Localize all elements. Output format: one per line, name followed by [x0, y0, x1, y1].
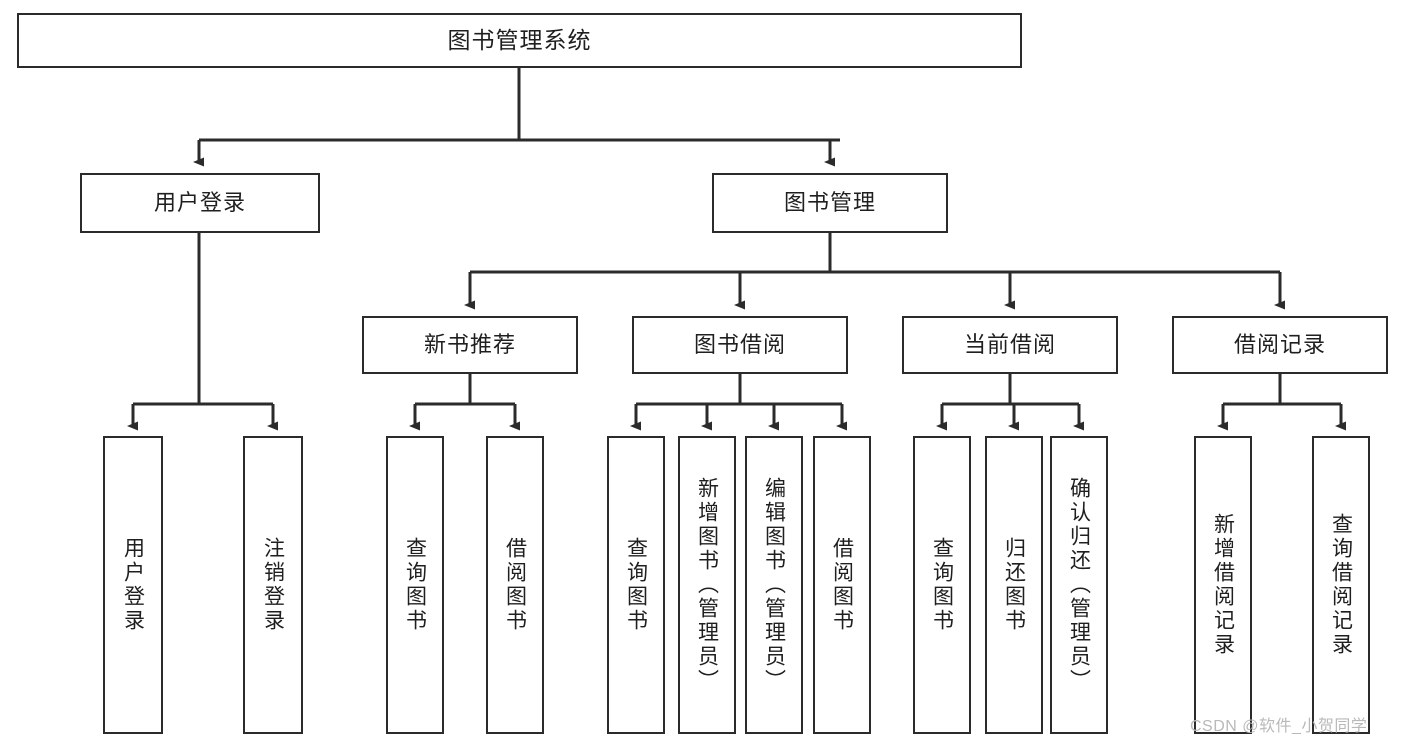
leaf-label-add-borrow-record: 新增借阅记录: [1211, 513, 1235, 657]
node-label-user-login: 用户登录: [153, 190, 246, 216]
leaf-label-borrow-book: 借阅图书: [830, 537, 854, 633]
edge-new-book-to-leaves: [409, 374, 520, 431]
leaf-query-book-current[interactable]: 查询图书: [913, 436, 971, 734]
leaf-label-edit-book-admin: 编辑图书（管理员）: [762, 477, 786, 693]
edge-borrow-to-leaves: [630, 374, 847, 431]
leaf-label-user-login: 用户登录: [121, 537, 145, 633]
edge-root-to-level1: [193, 68, 840, 167]
node-user-login[interactable]: 用户登录: [80, 173, 320, 233]
node-book-borrow[interactable]: 图书借阅: [632, 316, 848, 374]
node-borrow-records[interactable]: 借阅记录: [1172, 316, 1388, 374]
leaf-borrow-book-recommend[interactable]: 借阅图书: [486, 436, 544, 734]
node-label-book-borrow: 图书借阅: [693, 332, 786, 358]
leaf-label-return-book: 归还图书: [1002, 537, 1026, 633]
node-book-management[interactable]: 图书管理: [712, 173, 948, 233]
leaf-label-query-book-current: 查询图书: [930, 537, 954, 633]
node-label-root: 图书管理系统: [447, 26, 592, 53]
node-label-borrow-records: 借阅记录: [1233, 332, 1326, 358]
leaf-query-book-recommend[interactable]: 查询图书: [386, 436, 444, 734]
leaf-label-borrow-book-recommend: 借阅图书: [503, 537, 527, 633]
leaf-label-add-book-admin: 新增图书（管理员）: [695, 477, 719, 693]
leaf-edit-book-admin[interactable]: 编辑图书（管理员）: [745, 436, 803, 734]
leaf-user-login[interactable]: 用户登录: [103, 436, 163, 734]
node-new-book-recommend[interactable]: 新书推荐: [362, 316, 578, 374]
leaf-label-query-borrow-record: 查询借阅记录: [1329, 513, 1353, 657]
leaf-add-borrow-record[interactable]: 新增借阅记录: [1194, 436, 1252, 734]
node-label-book-management: 图书管理: [783, 190, 876, 216]
edge-records-to-leaves: [1217, 374, 1346, 431]
leaf-add-book-admin[interactable]: 新增图书（管理员）: [678, 436, 736, 734]
leaf-label-query-book-borrow: 查询图书: [624, 537, 648, 633]
leaf-label-confirm-return-admin: 确认归还（管理员）: [1067, 477, 1091, 693]
leaf-query-book-borrow[interactable]: 查询图书: [607, 436, 665, 734]
node-root-system[interactable]: 图书管理系统: [17, 13, 1022, 68]
edge-current-borrow-to-leaves: [936, 374, 1084, 431]
leaf-query-borrow-record[interactable]: 查询借阅记录: [1312, 436, 1370, 734]
leaf-logout[interactable]: 注销登录: [243, 436, 303, 734]
leaf-label-logout: 注销登录: [261, 537, 285, 633]
leaf-confirm-return-admin[interactable]: 确认归还（管理员）: [1050, 436, 1108, 734]
node-current-borrow[interactable]: 当前借阅: [902, 316, 1118, 374]
node-label-current-borrow: 当前借阅: [963, 332, 1056, 358]
edge-user-login-to-leaves: [127, 233, 278, 431]
node-label-new-book-recommend: 新书推荐: [423, 332, 516, 358]
leaf-return-book[interactable]: 归还图书: [985, 436, 1043, 734]
leaf-label-query-book-recommend: 查询图书: [403, 537, 427, 633]
leaf-borrow-book[interactable]: 借阅图书: [813, 436, 871, 734]
edge-book-mgmt-to-level2: [464, 233, 1285, 310]
